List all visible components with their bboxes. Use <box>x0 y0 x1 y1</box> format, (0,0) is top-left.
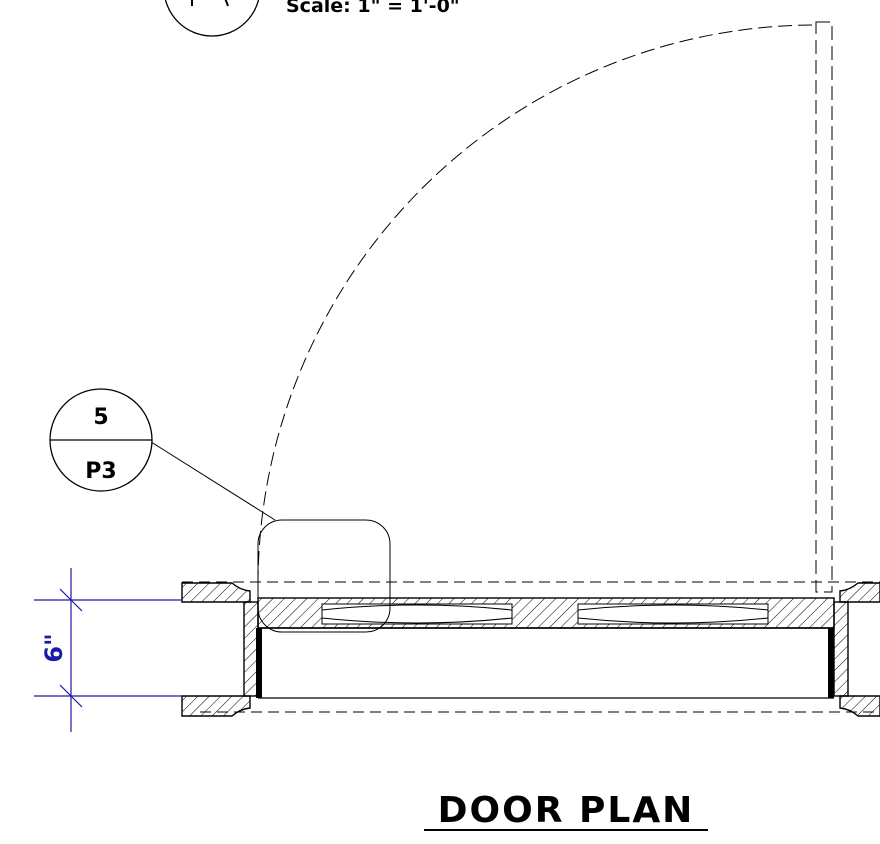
dimension-label: 6" <box>40 633 68 662</box>
detail-callout <box>147 439 391 633</box>
door-swing-arc <box>257 24 817 586</box>
door-leaf-open <box>815 21 833 593</box>
dimension-line <box>34 568 182 732</box>
wall-left <box>181 582 262 717</box>
door-jamb-section <box>257 597 835 699</box>
detail-tag-bubble <box>49 388 153 492</box>
detail-number: 5 <box>93 405 108 430</box>
wall-right <box>828 582 880 717</box>
drawing-title: DOOR PLAN <box>438 790 695 831</box>
detail-sheet: P3 <box>85 459 116 484</box>
title-bubble <box>164 0 260 37</box>
scale-label: Scale: 1" = 1'-0" <box>286 0 460 17</box>
